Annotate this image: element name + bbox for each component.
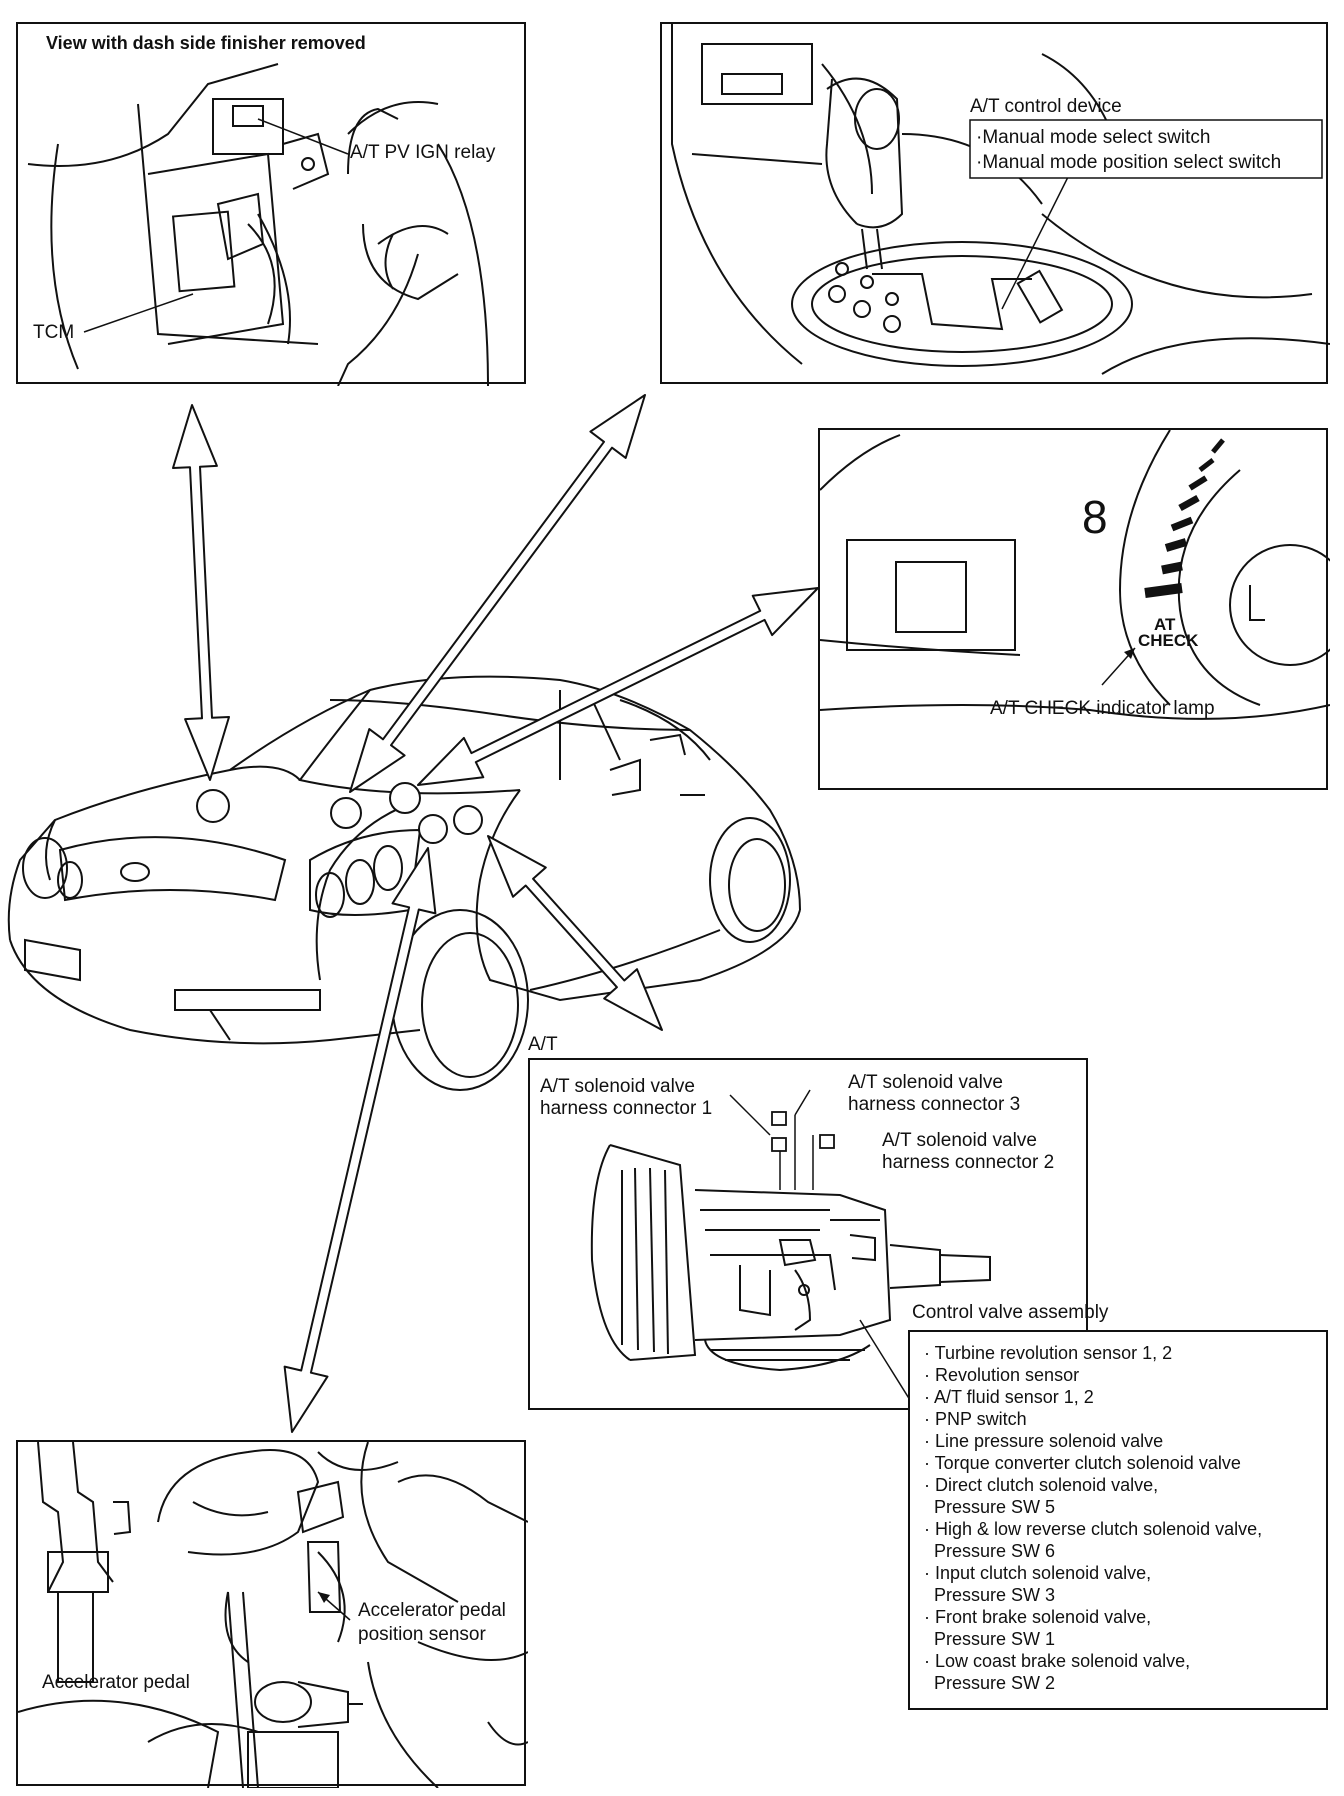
control-device-item-2: ·Manual mode position select switch	[976, 152, 1282, 173]
valve-items-list: · Turbine revolution sensor 1, 2 · Revol…	[924, 1342, 1262, 1694]
marker-transmission	[453, 805, 483, 835]
tcm-illustration	[27, 63, 489, 386]
tcm-label: TCM	[33, 322, 75, 343]
transmission-heading: A/T	[528, 1034, 558, 1055]
connector-3-label-a: A/T solenoid valve	[848, 1072, 1003, 1093]
location-markers	[196, 782, 483, 844]
control-device-title: A/T control device	[970, 96, 1122, 117]
pedal-illustration	[18, 1442, 528, 1788]
marker-pedal	[418, 814, 448, 844]
valve-item: Pressure SW 1	[924, 1629, 1056, 1649]
valve-item: · Direct clutch solenoid valve,	[924, 1475, 1159, 1495]
valve-item: · PNP switch	[924, 1409, 1027, 1429]
cluster-panel: 8 AT CHECK A/T CHECK indicator lamp	[818, 428, 1330, 790]
connector-1-icon	[771, 1137, 787, 1152]
control-device-panel: A/T control device ·Manual mode select s…	[660, 22, 1330, 384]
check-lamp-label: A/T CHECK indicator lamp	[990, 698, 1215, 719]
connector-3-label-b: harness connector 3	[848, 1094, 1021, 1115]
transmission-illustration	[590, 1089, 991, 1401]
valve-item: · Front brake solenoid valve,	[924, 1607, 1152, 1627]
valve-item: · Low coast brake solenoid valve,	[924, 1651, 1191, 1671]
cluster-illustration	[820, 430, 1330, 720]
connector-2-label-a: A/T solenoid valve	[882, 1130, 1037, 1151]
pedal-panel: Accelerator pedal Accelerator pedal posi…	[16, 1440, 528, 1788]
control-device-item-1: ·Manual mode select switch	[976, 127, 1211, 148]
valve-assembly-label: Control valve assembly	[912, 1302, 1109, 1323]
sensor-label-b: position sensor	[358, 1624, 486, 1645]
valve-item: Pressure SW 3	[924, 1585, 1056, 1605]
at-check-text-2: CHECK	[1138, 631, 1199, 650]
connector-1-label-a: A/T solenoid valve	[540, 1076, 695, 1097]
marker-control-device	[330, 797, 362, 829]
connector-2-icon	[819, 1134, 835, 1149]
valve-item: · Revolution sensor	[924, 1365, 1080, 1385]
tcm-panel: View with dash side finisher removed A/T…	[16, 22, 526, 386]
shifter-illustration	[671, 24, 1330, 375]
valve-item: · Turbine revolution sensor 1, 2	[924, 1343, 1173, 1363]
valve-item: · Torque converter clutch solenoid valve	[924, 1453, 1241, 1473]
relay-label: A/T PV IGN relay	[350, 142, 496, 163]
valve-item: · Line pressure solenoid valve	[924, 1431, 1164, 1451]
marker-tcm	[196, 789, 230, 823]
connector-3-icon	[771, 1111, 787, 1126]
sensor-label-a: Accelerator pedal	[358, 1600, 506, 1621]
connector-2-label-b: harness connector 2	[882, 1152, 1055, 1173]
marker-cluster	[389, 782, 421, 814]
valve-item: Pressure SW 5	[924, 1497, 1056, 1517]
pedal-label: Accelerator pedal	[42, 1672, 190, 1693]
valve-item: · A/T fluid sensor 1, 2	[924, 1387, 1094, 1407]
valve-item: Pressure SW 6	[924, 1541, 1056, 1561]
valve-items-box: · Turbine revolution sensor 1, 2 · Revol…	[908, 1330, 1328, 1710]
tcm-panel-title: View with dash side finisher removed	[46, 33, 366, 53]
speed-digit: 8	[1082, 491, 1108, 543]
valve-item: Pressure SW 2	[924, 1673, 1056, 1693]
connector-1-label-b: harness connector 1	[540, 1098, 713, 1119]
valve-item: · Input clutch solenoid valve,	[924, 1563, 1152, 1583]
valve-item: · High & low reverse clutch solenoid val…	[924, 1519, 1263, 1539]
at-check-text-1: AT	[1154, 615, 1176, 634]
